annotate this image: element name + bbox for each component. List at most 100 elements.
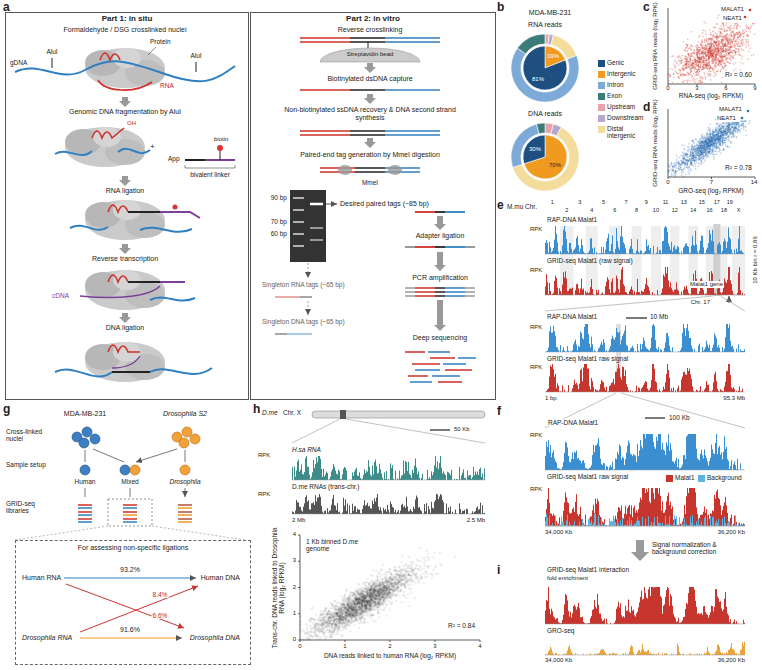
data-point xyxy=(701,51,703,53)
data-point xyxy=(729,30,731,32)
data-point xyxy=(746,42,748,44)
data-point xyxy=(713,34,715,36)
data-point xyxy=(696,63,698,65)
data-point xyxy=(695,82,697,84)
data-point xyxy=(694,68,696,70)
data-point xyxy=(717,17,719,19)
data-point xyxy=(746,40,748,42)
data-point xyxy=(690,168,692,170)
data-point xyxy=(708,127,710,129)
circle-shape xyxy=(190,434,200,444)
data-point xyxy=(690,74,692,76)
data-point xyxy=(740,130,742,132)
data-point xyxy=(701,76,703,78)
circle-shape xyxy=(82,427,92,437)
data-point xyxy=(739,39,741,41)
data-point xyxy=(741,33,743,35)
data-point xyxy=(685,75,687,77)
data-point xyxy=(724,45,726,47)
data-point xyxy=(692,56,694,58)
data-point xyxy=(673,77,675,79)
data-point xyxy=(692,79,694,81)
data-point xyxy=(689,149,691,151)
data-point xyxy=(725,40,727,42)
data-point xyxy=(728,39,730,41)
data-point xyxy=(732,55,734,57)
data-point xyxy=(737,34,739,36)
data-point xyxy=(747,27,749,29)
data-point xyxy=(724,31,726,33)
data-point xyxy=(683,41,685,43)
circle-shape xyxy=(130,465,140,475)
data-point xyxy=(703,47,705,49)
data-point xyxy=(718,31,720,33)
data-point xyxy=(687,39,689,41)
data-point xyxy=(729,28,731,30)
data-point xyxy=(675,61,677,63)
data-point xyxy=(678,76,680,78)
data-point xyxy=(747,39,749,41)
data-point xyxy=(736,39,738,41)
data-point xyxy=(754,22,756,24)
data-point xyxy=(748,51,750,53)
data-point xyxy=(718,48,720,50)
data-point xyxy=(700,43,702,45)
data-point xyxy=(730,46,732,48)
data-point xyxy=(687,82,689,84)
data-point xyxy=(709,73,711,75)
data-point xyxy=(734,47,736,49)
data-point xyxy=(715,43,717,45)
data-point xyxy=(710,48,712,50)
data-point xyxy=(734,43,736,45)
data-point xyxy=(703,21,705,23)
data-point xyxy=(710,51,712,53)
data-point xyxy=(735,50,737,52)
data-point xyxy=(711,63,713,65)
data-point xyxy=(714,59,716,61)
data-point xyxy=(745,39,747,41)
data-point xyxy=(729,58,731,60)
data-point xyxy=(737,54,739,56)
data-point xyxy=(686,58,688,60)
circle-shape xyxy=(182,427,192,437)
data-point xyxy=(739,32,741,34)
data-point xyxy=(698,46,700,48)
data-point xyxy=(702,68,704,70)
data-point xyxy=(747,44,749,46)
data-point xyxy=(705,65,707,67)
data-point xyxy=(707,52,709,54)
data-point xyxy=(734,35,736,37)
data-point xyxy=(745,29,747,31)
data-point xyxy=(735,68,737,70)
data-point xyxy=(677,156,679,158)
data-point xyxy=(729,63,731,65)
data-point xyxy=(728,41,730,43)
data-point xyxy=(712,55,714,57)
data-point xyxy=(701,49,703,51)
circle-shape xyxy=(90,434,100,444)
data-point xyxy=(703,72,705,74)
data-point xyxy=(710,32,712,34)
data-point xyxy=(747,33,749,35)
data-point xyxy=(705,22,707,24)
data-point xyxy=(697,57,699,59)
data-point xyxy=(694,79,696,81)
data-point xyxy=(716,66,718,68)
data-point xyxy=(717,36,719,38)
data-point xyxy=(697,54,699,56)
data-point xyxy=(721,59,723,61)
data-point xyxy=(743,49,745,51)
data-point xyxy=(745,31,747,33)
data-point xyxy=(716,45,718,47)
data-point xyxy=(740,26,742,28)
path-shape xyxy=(78,505,92,519)
data-point xyxy=(694,66,696,68)
data-point xyxy=(722,66,724,68)
data-point xyxy=(737,41,739,43)
data-point xyxy=(700,65,702,67)
data-point xyxy=(740,42,742,44)
data-point xyxy=(729,26,731,28)
donut-chart xyxy=(511,123,579,191)
data-point xyxy=(723,29,725,31)
data-point xyxy=(691,77,693,79)
